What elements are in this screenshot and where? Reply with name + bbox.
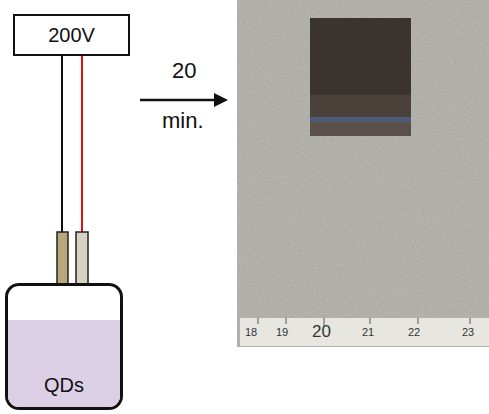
ruler-number: 19: [276, 326, 288, 338]
power-supply-box: 200V: [13, 14, 130, 56]
time-value: 20: [172, 58, 196, 84]
process-arrow: [140, 99, 218, 102]
ruler-number: 20: [312, 322, 331, 342]
gravel-ground: [237, 0, 489, 347]
ruler-ticks: [258, 318, 470, 326]
ruler-number: 18: [245, 326, 257, 338]
ruler-number: 21: [362, 326, 374, 338]
ruler: [240, 318, 489, 346]
arrow-head: [214, 93, 228, 107]
sample-band: [310, 95, 411, 117]
time-unit: min.: [162, 108, 204, 134]
qd-container: QDs: [5, 283, 123, 410]
sample-bottom: [310, 122, 411, 136]
coated-sample: [310, 18, 411, 136]
node-text: QDs: [44, 374, 84, 397]
gravel-texture: [237, 0, 489, 347]
sample-blue-line: [310, 117, 411, 122]
ruler-number: 23: [462, 326, 474, 338]
ruler-number: 22: [408, 326, 420, 338]
node-text: 200V: [48, 24, 95, 47]
